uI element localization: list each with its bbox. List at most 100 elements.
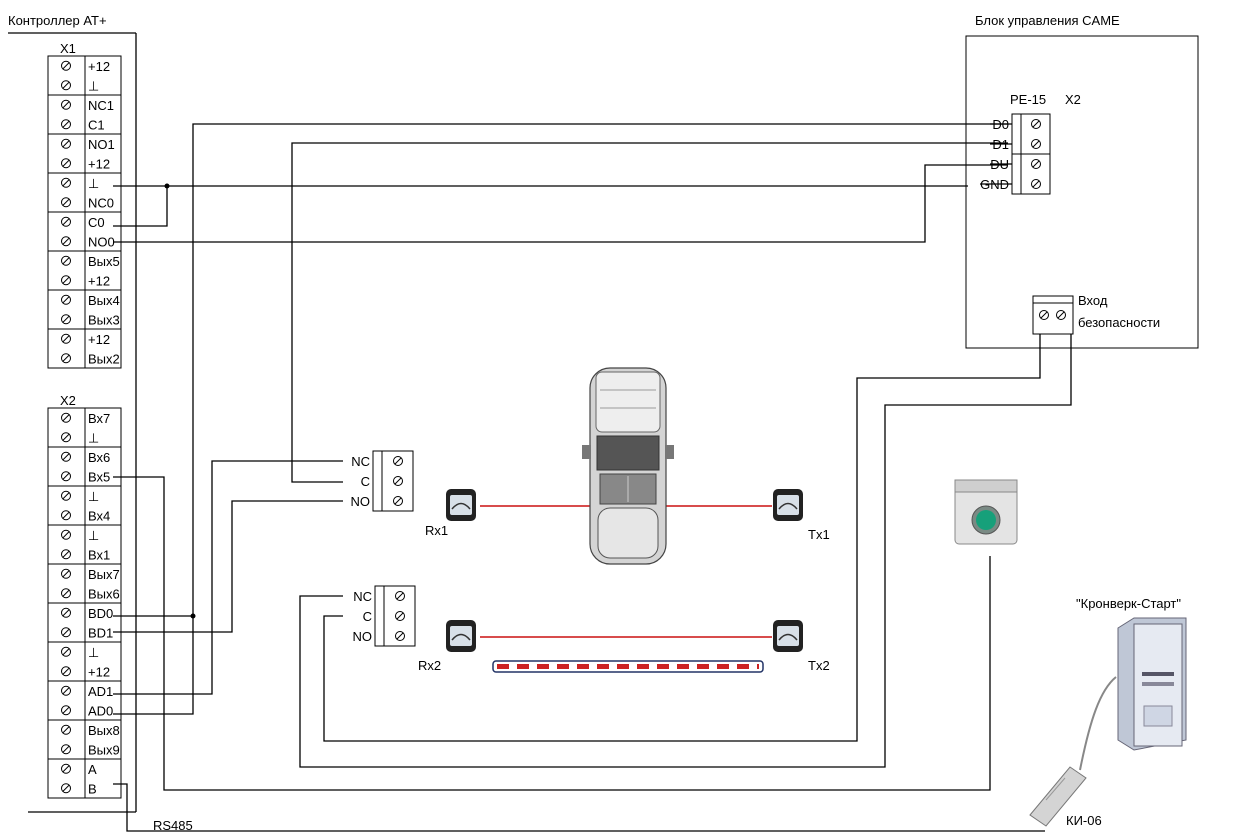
terminal-screw-icon bbox=[61, 333, 71, 344]
safety-input-label-1: Вход bbox=[1078, 293, 1108, 308]
pin-label: Вх4 bbox=[88, 508, 110, 523]
came-title: Блок управления CAME bbox=[975, 13, 1120, 28]
junction-dot-2 bbox=[190, 613, 196, 619]
pin-label: NO0 bbox=[88, 234, 115, 249]
tx2-photocell-icon bbox=[773, 620, 803, 652]
pin-label: BD0 bbox=[88, 606, 113, 621]
terminal-screw-icon bbox=[61, 744, 71, 755]
pe15-label: PE-15 bbox=[1010, 92, 1046, 107]
terminal-screw-icon bbox=[61, 783, 71, 794]
pin-label: C1 bbox=[88, 117, 105, 132]
pin-label: AD0 bbox=[88, 703, 113, 718]
terminal-screw-icon bbox=[61, 177, 71, 188]
terminal-screw-icon bbox=[1031, 159, 1041, 169]
terminal-screw-icon bbox=[61, 607, 71, 618]
wires bbox=[113, 123, 1072, 832]
pc-tower-icon bbox=[1117, 617, 1187, 751]
terminal-screw-icon bbox=[61, 353, 71, 364]
terminal-screw-icon bbox=[61, 80, 71, 91]
rx2-photocell-icon bbox=[446, 620, 476, 652]
pin-label: AD1 bbox=[88, 684, 113, 699]
reader-label: КИ-06 bbox=[1066, 813, 1102, 828]
pin-label: B bbox=[88, 781, 97, 796]
wire-bd1 bbox=[113, 500, 343, 633]
pin-label: Вх6 bbox=[88, 450, 110, 465]
terminal-screw-icon bbox=[61, 236, 71, 247]
came-x2-label: X2 bbox=[1065, 92, 1081, 107]
terminal-screw-icon bbox=[61, 471, 71, 482]
wire-rs485 bbox=[113, 783, 1045, 832]
terminal-screw-icon bbox=[61, 627, 71, 638]
relay2-pin-label: NC bbox=[353, 589, 372, 604]
terminal-screw-icon bbox=[1031, 139, 1041, 149]
relay1-pin-label: C bbox=[361, 474, 370, 489]
terminal-screw-icon bbox=[61, 763, 71, 774]
terminal-screw-icon bbox=[61, 275, 71, 286]
pin-label: Вх7 bbox=[88, 411, 110, 426]
wire-vx5-button bbox=[113, 476, 991, 791]
relay1-pin-label: NO bbox=[351, 494, 371, 509]
terminal-screw-icon bbox=[61, 60, 71, 71]
terminal-screw-icon bbox=[61, 119, 71, 130]
pin-label: Вых5 bbox=[88, 254, 120, 269]
safety-input-label-2: безопасности bbox=[1078, 315, 1160, 330]
pin-label: ⊥ bbox=[88, 176, 99, 191]
pin-label: +12 bbox=[88, 59, 110, 74]
pc-label: "Кронверк-Старт" bbox=[1076, 596, 1181, 611]
pin-label: Вых2 bbox=[88, 351, 120, 366]
pin-label: +12 bbox=[88, 332, 110, 347]
reader-ki06-icon bbox=[1029, 766, 1087, 827]
wire-d1 bbox=[291, 142, 1008, 483]
pin-label: Вых9 bbox=[88, 742, 120, 757]
terminal-screw-icon bbox=[61, 490, 71, 501]
terminal-screw-icon bbox=[61, 724, 71, 735]
pin-label: BD1 bbox=[88, 625, 113, 640]
terminal-screw-icon bbox=[61, 412, 71, 423]
wire-no0-du bbox=[113, 164, 1008, 243]
terminal-screw-icon bbox=[61, 549, 71, 560]
pin-label: ⊥ bbox=[88, 645, 99, 660]
barrier-arm-icon bbox=[492, 660, 764, 673]
pin-label: ⊥ bbox=[88, 489, 99, 504]
safety-screw-left-icon bbox=[1039, 310, 1049, 320]
wire-c0-gnd bbox=[113, 186, 168, 227]
terminal-screw-icon bbox=[61, 255, 71, 266]
usb-cable bbox=[1079, 676, 1117, 771]
pin-label: Вых8 bbox=[88, 723, 120, 738]
tx2-label: Tx2 bbox=[808, 658, 830, 673]
terminal-screw-icon bbox=[61, 314, 71, 325]
pin-label: C0 bbox=[88, 215, 105, 230]
terminal-screw-icon bbox=[1031, 119, 1041, 129]
pin-label: +12 bbox=[88, 156, 110, 171]
push-button-icon bbox=[954, 479, 1018, 545]
terminal-screw-icon bbox=[395, 631, 405, 641]
wire-relay2-c bbox=[323, 334, 1041, 742]
terminal-screw-icon bbox=[61, 568, 71, 579]
safety-screw-right-icon bbox=[1056, 310, 1066, 320]
truck-icon bbox=[582, 367, 674, 565]
pin-label: Вых4 bbox=[88, 293, 120, 308]
pin-label: Вых6 bbox=[88, 586, 120, 601]
wire-d0 bbox=[192, 123, 1008, 616]
terminal-screw-icon bbox=[61, 138, 71, 149]
junction-dot bbox=[164, 183, 170, 189]
terminal-screw-icon bbox=[61, 529, 71, 540]
x1-label: X1 bbox=[60, 41, 76, 56]
terminal-screw-icon bbox=[61, 588, 71, 599]
terminal-screw-icon bbox=[393, 496, 403, 506]
tx1-photocell-icon bbox=[773, 489, 803, 521]
terminal-screw-icon bbox=[395, 611, 405, 621]
controller-title: Контроллер AT+ bbox=[8, 13, 107, 28]
terminal-screw-icon bbox=[61, 510, 71, 521]
safety-terminal-cap bbox=[1032, 295, 1074, 304]
pin-label: +12 bbox=[88, 664, 110, 679]
wire-relay2-nc bbox=[299, 334, 1072, 768]
came-unit-box bbox=[965, 35, 1199, 349]
x2-terminal-block: Вх7⊥Вх6Вх5⊥Вх4⊥Вх1Вых7Вых6BD0BD1⊥+12AD1A… bbox=[47, 407, 122, 799]
rx2-label: Rx2 bbox=[418, 658, 441, 673]
pin-label: ⊥ bbox=[88, 528, 99, 543]
x1-terminal-block: +12⊥NC1C1NO1+12⊥NC0C0NO0Вых5+12Вых4Вых3+… bbox=[47, 55, 122, 369]
rx1-label: Rx1 bbox=[425, 523, 448, 538]
terminal-screw-icon bbox=[393, 476, 403, 486]
